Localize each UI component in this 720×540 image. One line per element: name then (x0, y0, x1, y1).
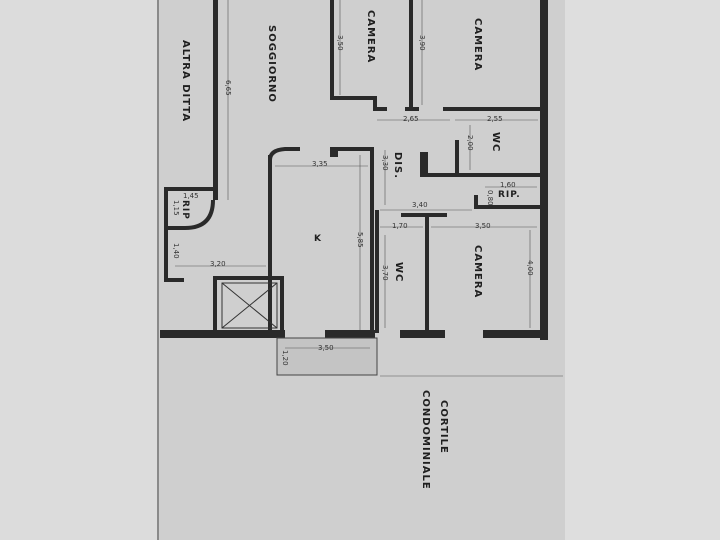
label-condominiale: CONDOMINIALE (420, 390, 431, 490)
dim-entry-width: 3,20 (210, 260, 226, 268)
room-label-camera-1: CAMERA (365, 10, 376, 64)
dim-rip-2-width: 1,60 (500, 181, 516, 189)
background-right (563, 0, 720, 540)
room-label-dis: DIS. (392, 152, 403, 180)
dim-rip-1-depth: 1,15 (172, 200, 180, 216)
dim-rip-2-depth: 0,80 (486, 190, 494, 206)
floor-plan-sheet (157, 0, 565, 540)
room-label-rip-2: RIP. (498, 190, 521, 200)
dim-balcony-width: 3,50 (318, 344, 334, 352)
dim-wc-2-width: 1,70 (392, 222, 408, 230)
room-label-wc-2: WC (393, 262, 404, 283)
room-label-rip-1: RIP (180, 200, 190, 220)
room-label-camera-3: CAMERA (472, 245, 483, 299)
label-cortile: CORTILE (438, 400, 449, 454)
dim-kitchen-width: 3,35 (312, 160, 328, 168)
dim-rip-1-width: 1,45 (183, 192, 199, 200)
dim-soggiorno: 6,65 (224, 80, 232, 96)
room-label-altra-ditta: ALTRA DITTA (180, 40, 191, 123)
dim-camera-1: 3,50 (336, 35, 344, 51)
dim-dis-length: 3,30 (381, 155, 389, 171)
dim-corridor-2: 2,55 (487, 115, 503, 123)
dim-kitchen-length: 5,85 (356, 232, 364, 248)
room-label-kitchen: K (314, 234, 322, 244)
room-label-camera-2: CAMERA (472, 18, 483, 72)
dim-corridor-1: 2,65 (403, 115, 419, 123)
dim-camera-2: 3,90 (418, 35, 426, 51)
dim-entry: 1,40 (172, 243, 180, 259)
room-label-soggiorno: SOGGIORNO (266, 25, 277, 103)
dim-wc-1: 2,00 (466, 135, 474, 151)
dim-balcony-depth: 1,20 (281, 350, 289, 366)
dim-camera-3-length: 4,00 (526, 260, 534, 276)
dim-wc-2-length: 3,70 (381, 265, 389, 281)
dim-dis-width: 3,40 (412, 201, 428, 209)
dim-camera-3-width: 3,50 (475, 222, 491, 230)
room-label-wc-1: WC (490, 132, 501, 153)
